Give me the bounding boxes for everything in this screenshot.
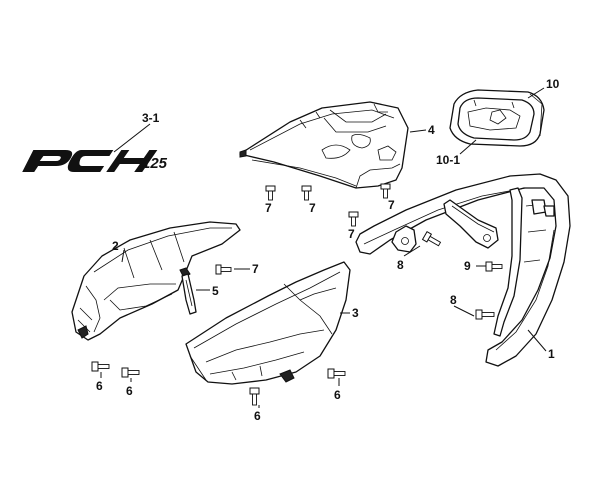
left-side-cover — [71, 221, 241, 341]
bolt-9 — [485, 261, 503, 272]
bolt-7d — [348, 211, 359, 227]
callout-6-b: 6 — [126, 384, 133, 398]
bolt-7c — [380, 183, 391, 199]
rear-center-cover — [239, 101, 409, 189]
bolt-7a — [265, 185, 276, 201]
leader-lines — [100, 87, 547, 408]
callout-7-a: 7 — [265, 201, 272, 215]
callout-1: 1 — [548, 347, 555, 361]
pch125-decal: 125 — [22, 150, 168, 172]
callout-5: 5 — [212, 284, 219, 298]
callout-9: 9 — [464, 259, 471, 273]
callout-6-c: 6 — [254, 409, 261, 423]
bolt-6c — [249, 387, 260, 406]
bolt-6b — [121, 367, 140, 378]
callout-7-d: 7 — [348, 227, 355, 241]
callout-7-e: 7 — [252, 262, 259, 276]
callout-7-b: 7 — [309, 201, 316, 215]
callout-3: 3 — [352, 306, 359, 320]
svg-text:125: 125 — [142, 155, 168, 172]
right-side-cover — [185, 261, 351, 385]
callout-8-b: 8 — [450, 293, 457, 307]
bolt-7e — [215, 264, 232, 275]
callout-2: 2 — [112, 239, 119, 253]
bolt-7b — [301, 185, 312, 201]
side-cover-bracket — [181, 273, 197, 315]
bolt-8b — [475, 309, 495, 320]
callout-3-1: 3-1 — [142, 111, 160, 125]
callout-labels: 3-1 10 10-1 4 2 5 3 1 7 7 7 7 7 8 8 9 6 … — [96, 77, 560, 423]
taillight-assembly — [449, 89, 545, 147]
callout-10: 10 — [546, 77, 560, 91]
callout-10-1: 10-1 — [436, 153, 460, 167]
callout-8-a: 8 — [397, 258, 404, 272]
callout-6-a: 6 — [96, 379, 103, 393]
bolt-6a — [91, 361, 110, 372]
callout-6-d: 6 — [334, 388, 341, 402]
bolt-6d — [327, 368, 346, 379]
rear-carrier-rack — [355, 173, 571, 367]
callout-7-c: 7 — [388, 198, 395, 212]
bolt-8a — [421, 230, 442, 247]
callout-4: 4 — [428, 123, 435, 137]
